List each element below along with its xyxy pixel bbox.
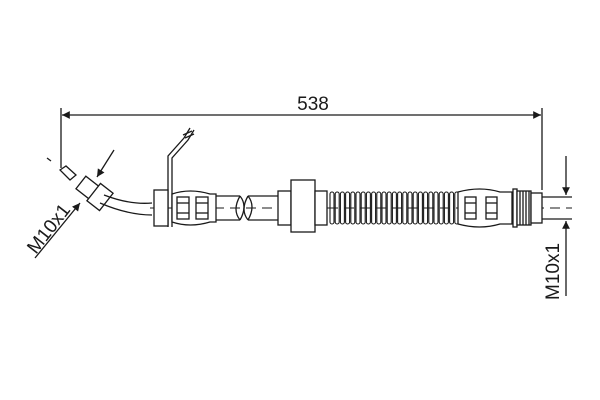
hose-section [216,195,278,221]
spring-guard [328,191,460,225]
left-ferrule [153,189,217,227]
left-fitting [34,149,153,259]
overall-length-dimension [60,108,543,190]
right-thread-label: M10x1 [543,243,564,300]
left-thread-label: M10x1 [23,200,75,258]
overall-length-label: 538 [297,94,329,115]
right-ferrule [457,188,513,228]
center-hex-fitting [277,179,328,233]
right-fitting [512,156,572,296]
